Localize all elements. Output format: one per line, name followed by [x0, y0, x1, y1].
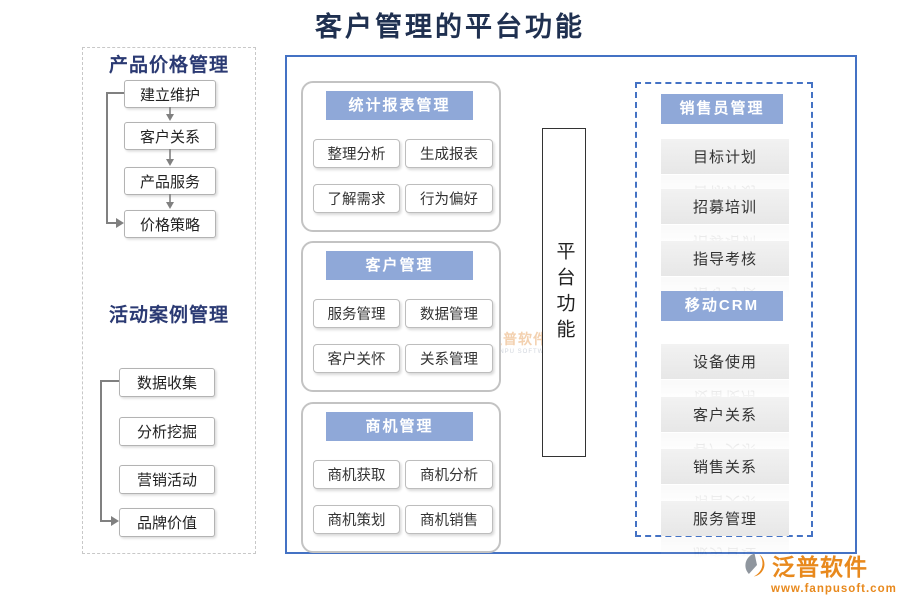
flow-node: 产品服务	[124, 167, 216, 195]
group-item: 行为偏好	[405, 184, 493, 213]
brand-website: www.fanpusoft.com	[771, 583, 897, 595]
platform-label-box: 平台功能	[542, 128, 586, 457]
group-customer-management: 客户管理 服务管理 数据管理 客户关怀 关系管理	[301, 241, 501, 392]
watermark-text: 泛普软件	[488, 331, 548, 347]
right-item: 服务管理	[661, 501, 789, 536]
section-header-salesperson: 销售员管理	[661, 94, 783, 124]
group-item: 商机销售	[405, 505, 493, 534]
item-reflection: 服务管理	[661, 537, 789, 572]
watermark-subtext: FANPU SOFTWARE	[490, 349, 560, 355]
right-dashed-column: 销售员管理 目标计划 招募培训 指导考核 目标计划 招募培训 指导考核 移动CR…	[635, 82, 813, 572]
flow-node: 客户关系	[124, 122, 216, 150]
group-item: 了解需求	[313, 184, 400, 213]
group-item: 商机分析	[405, 460, 493, 489]
connector-line-segment	[106, 92, 124, 94]
group-opportunity-management: 商机管理 商机获取 商机分析 商机策划 商机销售	[301, 402, 501, 553]
brand-logo-text: 泛普软件	[772, 554, 868, 580]
connector-line-segment	[106, 222, 118, 224]
group-header: 商机管理	[326, 412, 473, 441]
left-dashed-panel: 产品价格管理 建立维护 客户关系 产品服务 价格策略 活动案例管理 数据收集 分…	[82, 47, 256, 554]
connector-arrowhead-icon	[111, 516, 119, 526]
section-heading-product-price: 产品价格管理	[108, 55, 229, 76]
connector-line-segment	[100, 520, 111, 522]
connector-arrowhead-icon	[116, 218, 124, 228]
platform-label: 平台功能	[553, 240, 575, 345]
down-arrow-icon	[166, 107, 174, 121]
section-header-mobile-crm: 移动CRM	[661, 291, 783, 321]
section-heading-activity-case: 活动案例管理	[108, 305, 229, 326]
group-item: 生成报表	[405, 139, 493, 168]
right-item: 目标计划	[661, 139, 789, 174]
connector-line-segment	[100, 380, 119, 382]
group-item: 客户关怀	[313, 344, 400, 373]
brand-footer: 泛普软件 www.fanpusoft.com	[744, 548, 897, 595]
flow-node: 品牌价值	[119, 508, 215, 537]
right-item: 客户关系	[661, 397, 789, 432]
group-item: 商机获取	[313, 460, 400, 489]
flow-node: 分析挖掘	[119, 417, 215, 446]
group-statistics-reports: 统计报表管理 整理分析 生成报表 了解需求 行为偏好	[301, 81, 501, 232]
right-item: 销售关系	[661, 449, 789, 484]
right-item: 招募培训	[661, 189, 789, 224]
platform-functions-container: 泛普软件 FANPU SOFTWARE 统计报表管理 整理分析 生成报表 了解需…	[285, 55, 857, 572]
down-arrow-icon	[166, 149, 174, 166]
group-item: 数据管理	[405, 299, 493, 328]
flow-node: 建立维护	[124, 80, 216, 108]
group-item: 商机策划	[313, 505, 400, 534]
down-arrow-icon	[166, 194, 174, 209]
group-item: 关系管理	[405, 344, 493, 373]
fanpu-swoosh-icon	[745, 553, 765, 577]
group-header: 统计报表管理	[326, 91, 473, 120]
flow-node: 营销活动	[119, 465, 215, 494]
flow-node: 价格策略	[124, 210, 216, 238]
connector-line-segment	[100, 380, 102, 522]
right-item: 设备使用	[661, 344, 789, 379]
right-item: 指导考核	[661, 241, 789, 276]
connector-line-segment	[106, 92, 108, 224]
group-header: 客户管理	[326, 251, 473, 280]
flow-node: 数据收集	[119, 368, 215, 397]
group-item: 服务管理	[313, 299, 400, 328]
group-item: 整理分析	[313, 139, 400, 168]
page-title: 客户管理的平台功能	[315, 12, 585, 42]
